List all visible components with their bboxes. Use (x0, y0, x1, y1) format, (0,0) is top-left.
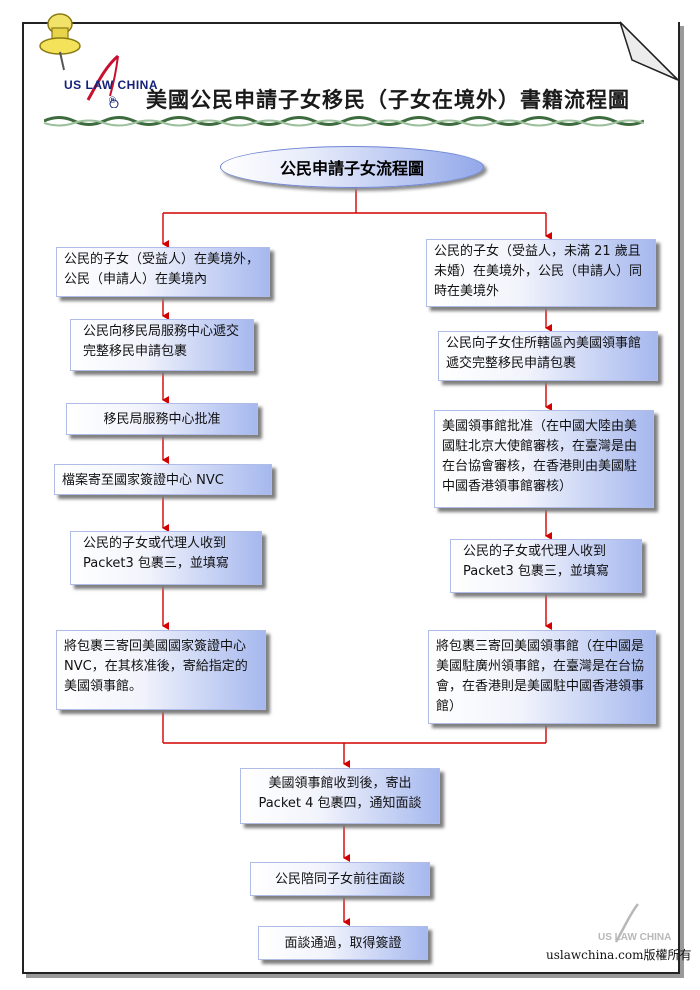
left-step-6: 將包裹三寄回美國國家簽證中心 NVC，在其核准後，寄給指定的美國領事館。 (56, 630, 266, 710)
right-step-1: 公民的子女（受益人，未滿 21 歲且未婚）在美境外，公民（申請人）同時在美境外 (426, 239, 656, 307)
uslawchina-logo (86, 54, 119, 108)
right-step-3: 美國領事館批准（在中國大陸由美國駐北京大使館審核，在臺灣是由在台協會審核，在香港… (434, 410, 654, 508)
rope-divider (44, 116, 644, 127)
left-step-3: 移民局服務中心批准 (66, 403, 258, 435)
merged-step-1: 美國領事館收到後，寄出 Packet 4 包裹四，通知面談 (240, 768, 440, 824)
left-step-1: 公民的子女（受益人）在美境外，公民（申請人）在美境內 (56, 247, 270, 297)
flowchart-heading: 公民申請子女流程圖 (220, 146, 484, 188)
right-step-4: 公民的子女或代理人收到 Packet3 包裹三，並填寫 (450, 539, 642, 593)
watermark-text: US LAW CHINA (598, 932, 671, 943)
left-step-5: 公民的子女或代理人收到 Packet3 包裹三，並填寫 (70, 531, 262, 585)
right-step-2: 公民向子女住所轄區內美國領事館遞交完整移民申請包裹 (438, 331, 658, 381)
flowchart-heading-text: 公民申請子女流程圖 (279, 159, 424, 178)
watermark-logo: US LAW CHINA (598, 903, 671, 943)
push-pin-icon (39, 13, 81, 71)
merged-step-2: 公民陪同子女前往面談 (250, 862, 430, 896)
right-step-5: 將包裹三寄回美國領事館（在中國是美國駐廣州領事館，在臺灣是在台協會，在香港則是美… (428, 630, 656, 724)
logo-text: US LAW CHINA (64, 78, 158, 92)
left-step-2: 公民向移民局服務中心遞交完整移民申請包裹 (70, 319, 254, 371)
merged-step-3: 面談通過，取得簽證 (258, 926, 428, 960)
logo-wordmark: US LAW CHINA (64, 78, 158, 92)
page-title: 美國公民申請子女移民（子女在境外）書籍流程圖 (146, 87, 630, 112)
copyright-text: uslawchina.com版權所有 (546, 948, 692, 962)
registered-mark: ® (108, 96, 117, 106)
left-step-4: 檔案寄至國家簽證中心 NVC (54, 464, 272, 495)
